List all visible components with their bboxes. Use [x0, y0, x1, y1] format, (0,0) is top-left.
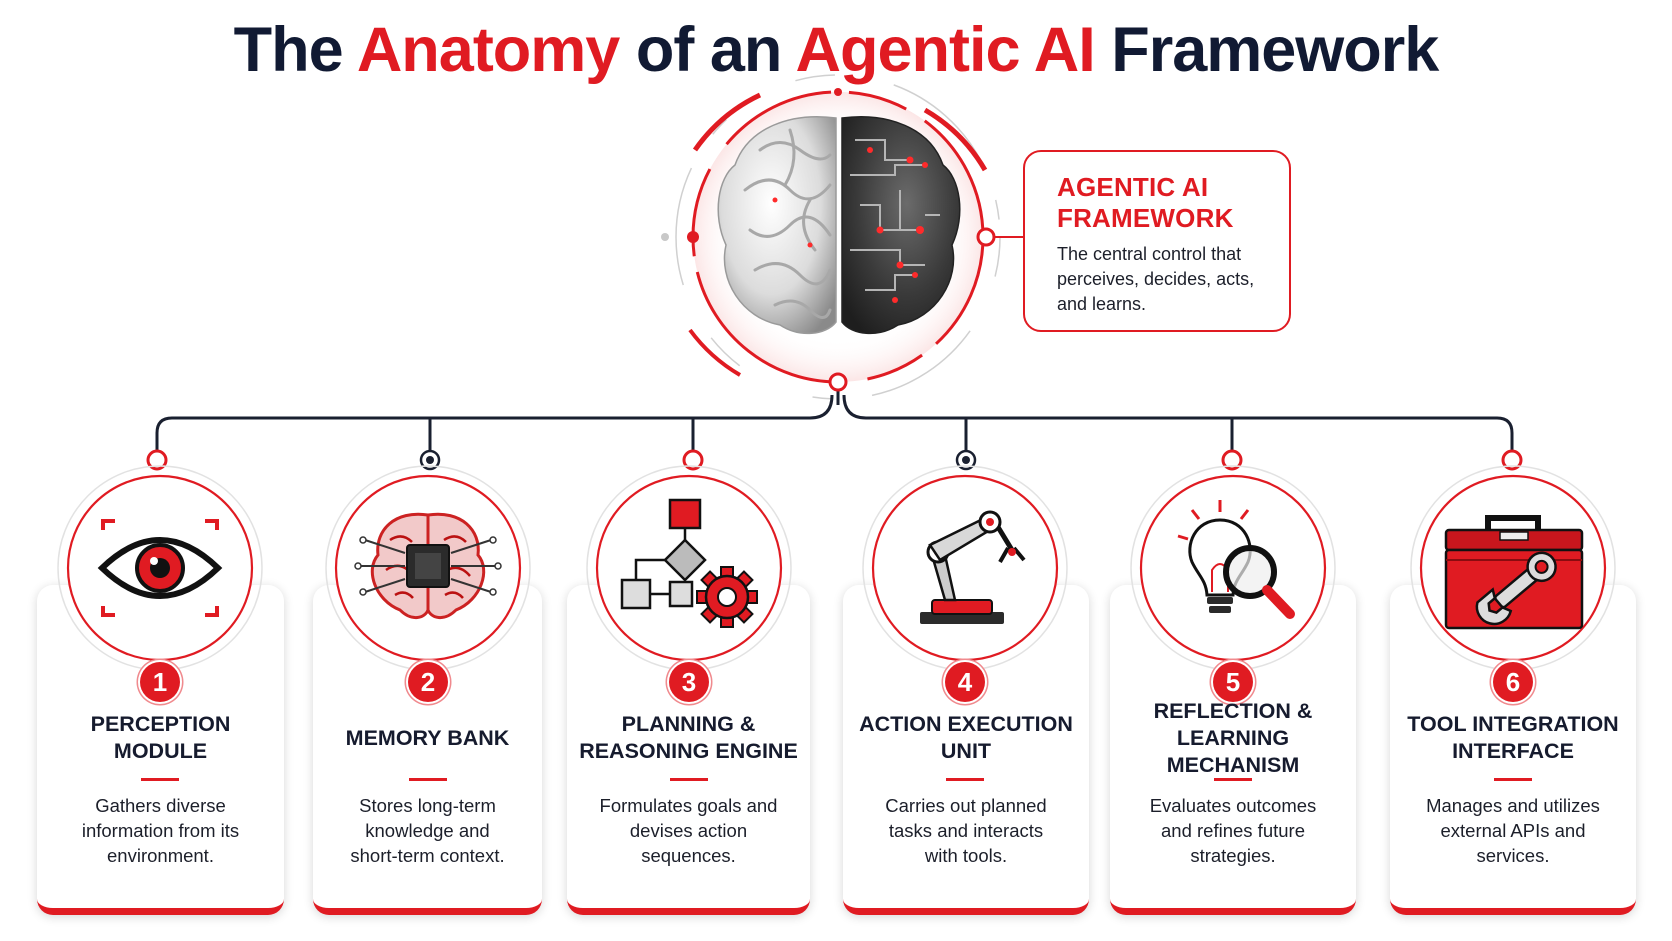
connector-lines [155, 382, 1514, 452]
module-divider-2 [409, 778, 447, 781]
module-number-1: 1 [140, 662, 180, 702]
title-accent-2: Agentic AI [795, 15, 1096, 85]
module-title-2: MEMORY BANK [345, 725, 510, 750]
title-part-2: of an [619, 15, 796, 85]
callout-title: AGENTIC AI FRAMEWORK [1057, 172, 1234, 233]
framework-callout: AGENTIC AI FRAMEWORK The central control… [1023, 150, 1291, 332]
lightbulb-magnifier-icon [1177, 500, 1295, 619]
module-title-3: PLANNING & REASONING ENGINE [579, 712, 798, 763]
module-number-4: 4 [945, 662, 985, 702]
module-title-6: TOOL INTEGRATION INTERFACE [1407, 712, 1619, 763]
robotic-arm-icon [920, 510, 1026, 624]
callout-description: The central control that perceives, deci… [1057, 244, 1255, 314]
module-divider-1 [141, 778, 179, 781]
module-number-3: 3 [669, 662, 709, 702]
title-accent-1: Anatomy [356, 15, 621, 85]
toolbox-wrench-icon [1444, 515, 1584, 630]
module-divider-3 [670, 778, 708, 781]
title-part-1: The [233, 15, 357, 85]
module-description-5: Evaluates outcomes and refines future st… [1149, 795, 1317, 866]
module-description-2: Stores long-term knowledge and short-ter… [350, 795, 505, 866]
eye-icon [97, 519, 223, 617]
module-divider-5 [1214, 778, 1252, 781]
title-part-3: Framework [1094, 15, 1439, 85]
module-divider-6 [1494, 778, 1532, 781]
module-number-5: 5 [1213, 662, 1253, 702]
module-description-6: Manages and utilizes external APIs and s… [1426, 795, 1600, 866]
brain-circuit-icon [717, 116, 961, 335]
module-divider-4 [946, 778, 984, 781]
module-title-1: PERCEPTION MODULE [90, 712, 231, 763]
module-description-4: Carries out planned tasks and interacts … [885, 795, 1047, 866]
connector-nodes [146, 449, 1523, 471]
page-title: The Anatomy of an Agentic AI Framework [0, 14, 1672, 86]
brain-chip-icon [354, 512, 502, 619]
module-number-2: 2 [408, 662, 448, 702]
module-description-1: Gathers diverse information from its env… [81, 795, 240, 866]
module-title-4: ACTION EXECUTION UNIT [859, 712, 1073, 763]
module-description-3: Formulates goals and devises action sequ… [599, 795, 778, 866]
flowchart-gear-icon [620, 498, 758, 628]
module-title-5: REFLECTION & LEARNING MECHANISM [1153, 698, 1313, 777]
module-number-6: 6 [1493, 662, 1533, 702]
